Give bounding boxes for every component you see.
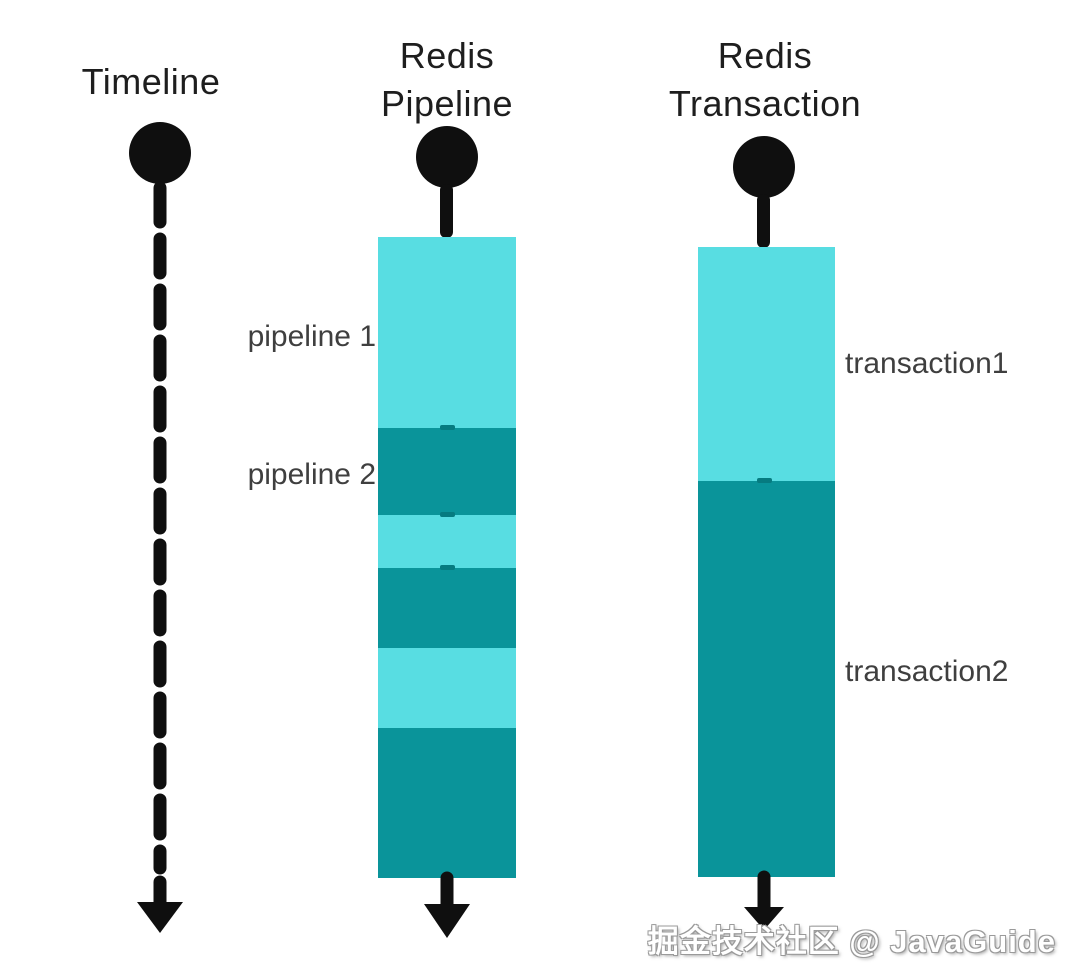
transaction-start-dot (733, 136, 795, 198)
pipeline-title: Redis Pipeline (347, 32, 547, 128)
bar-segment-dark (378, 728, 516, 878)
transaction-bar-notch (757, 478, 772, 483)
pipeline-title-line1: Redis (399, 35, 495, 76)
pipeline-title-line2: Pipeline (380, 83, 514, 124)
pipeline-connector-line (440, 184, 453, 238)
transaction-title: Redis Transaction (640, 32, 890, 128)
transaction-title-line1: Redis (717, 35, 813, 76)
pipeline-bar-notch (440, 425, 455, 430)
transaction-label-1: transaction1 (845, 347, 1009, 380)
pipeline-label-2: pipeline 2 (247, 458, 376, 491)
bar-segment-dark (378, 568, 516, 648)
timeline-start-dot (129, 122, 191, 184)
transaction-title-line2: Transaction (668, 83, 862, 124)
pipeline-label-1: pipeline 1 (247, 320, 376, 353)
transaction-arrow (744, 870, 784, 930)
pipeline-arrow (424, 871, 470, 938)
bar-segment-dark (698, 481, 835, 877)
transaction-connector-line (757, 194, 770, 248)
timeline-title: Timeline (81, 61, 221, 102)
timeline-arrow (137, 875, 183, 933)
bar-segment-light (378, 648, 516, 728)
pipeline-bar (378, 237, 516, 878)
bar-segment-light (378, 237, 516, 428)
pipeline-bar-notch (440, 512, 455, 517)
bar-segment-light (378, 515, 516, 568)
bar-segment-dark (378, 428, 516, 515)
pipeline-bar-notch (440, 565, 455, 570)
timeline-dashed-line (153, 181, 167, 875)
pipeline-start-dot (416, 126, 478, 188)
transaction-label-2: transaction2 (845, 655, 1009, 688)
transaction-bar (698, 247, 835, 877)
watermark-text: 掘金技术社区 @ JavaGuide (647, 924, 1056, 959)
bar-segment-light (698, 247, 835, 481)
